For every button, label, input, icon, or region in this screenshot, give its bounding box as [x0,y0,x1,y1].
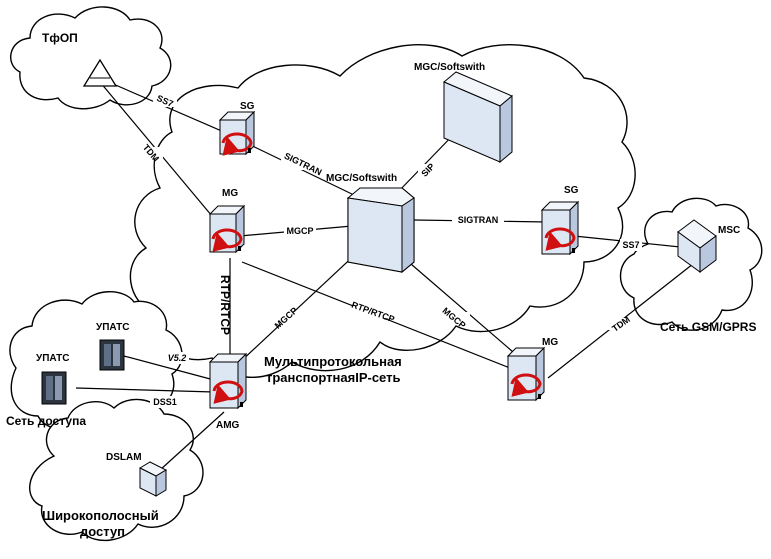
label-sigtran-right: SIGTRAN [458,215,499,225]
node-label-upats-2: УПАТС [36,353,69,364]
label-rtp-vertical: RTP/RTCP [218,275,232,335]
label-tdm-msc: TDM [610,314,632,334]
msc-device-icon [677,219,717,273]
network-label-pstn: ТфОП [42,31,78,45]
label-v52: V5.2 [168,353,187,363]
link-dslam-amg [159,411,225,471]
node-label-msc: MSC [718,225,740,236]
link-labels: SS7 TDM SIGTRAN SIP MGCP SIGTRAN SS7 RTP… [139,93,642,408]
link-softswitch-mgright [403,257,521,359]
node-label-mg-left: MG [222,188,238,199]
node-label-softswitch-top: MGC/Softswith [414,62,485,73]
mgc-server-icon [443,71,513,164]
link-upats2-amg [75,387,215,393]
network-label-transport-2: транспортнаяIP-сеть [266,370,400,385]
amg-device-icon [208,352,248,410]
label-ss7-msc: SS7 [622,240,639,250]
label-mgcp-left: MGCP [287,226,314,236]
sg-right-device-icon [540,200,580,256]
pstn-switch-icon [82,58,118,87]
rotation-arrow-icon [510,373,542,397]
link-upats1-amg [123,355,215,381]
rotation-arrow-icon [211,228,243,252]
node-label-sg-right: SG [564,185,579,196]
rotation-arrow-icon [544,227,576,251]
upats-rack-1-icon [99,339,125,371]
network-label-access: Сеть доступа [6,414,86,428]
mg-right-device-icon [506,346,546,402]
broadband-cloud [29,398,204,542]
node-label-amg: AMG [216,420,240,431]
node-label-sg-left: SG [240,101,255,112]
network-label-broadband-2: доступ [80,524,125,539]
network-label-broadband-1: Широкополосный [42,508,159,523]
node-label-upats-1: УПАТС [96,322,129,333]
rotation-arrow-icon [212,380,244,404]
mg-left-device-icon [208,204,246,254]
sg-left-device-icon [218,110,256,156]
network-label-transport-1: Мультипротокольная [264,354,402,369]
rotation-arrow-icon [221,132,253,156]
network-label-mobile: Сеть GSM/GPRS [660,320,756,334]
softswitch-server-icon [346,187,415,274]
node-label-dslam: DSLAM [106,452,142,463]
node-label-softswitch-center: MGC/Softswith [326,173,397,184]
link-softswitch-mgc-top [395,129,459,195]
pstn-cloud [10,6,172,110]
link-softswitch-amg [237,249,361,365]
dslam-device-icon [138,461,168,497]
node-label-mg-right: MG [542,337,558,348]
upats-rack-2-icon [41,371,67,405]
label-dss1: DSS1 [153,397,177,407]
